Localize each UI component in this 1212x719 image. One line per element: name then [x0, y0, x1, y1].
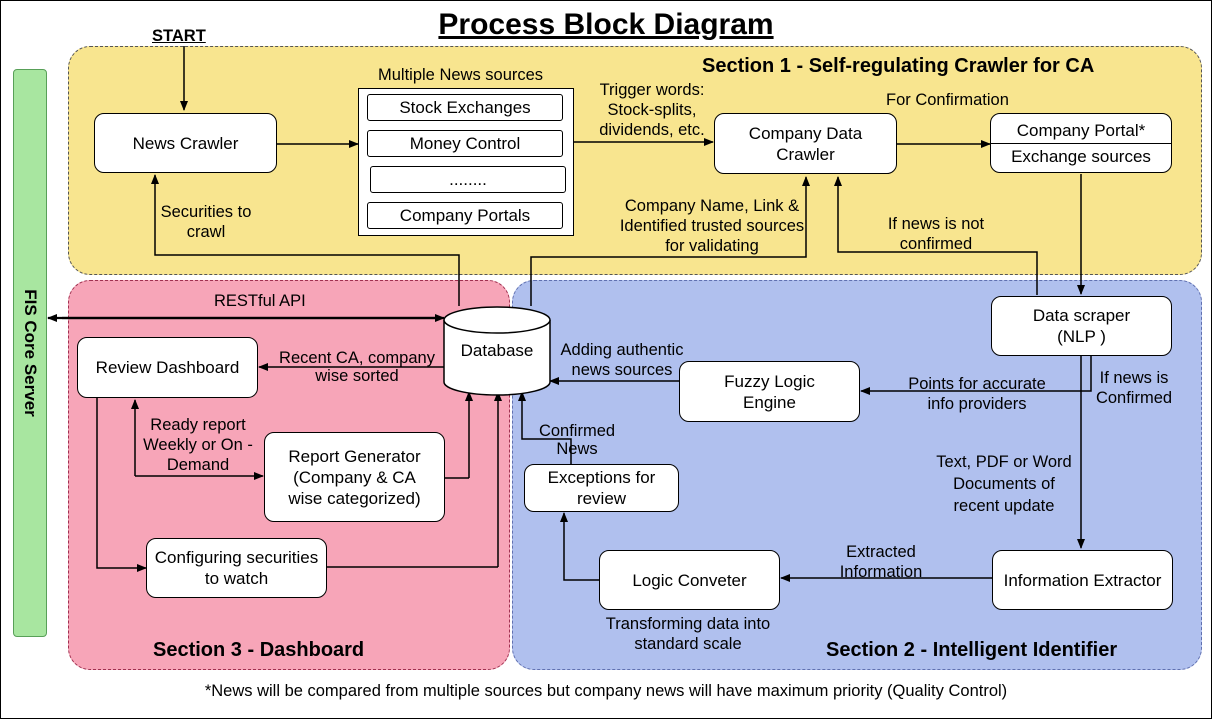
- edge-notconfirmed: [834, 176, 1038, 295]
- edge-scraper-fuzzy: [860, 356, 1092, 395]
- edge-dashboard-config: [96, 398, 147, 572]
- ready-report-label: Ready report Weekly or On - Demand: [143, 416, 253, 474]
- source-item: ........: [370, 166, 566, 193]
- not-confirmed-label: If news is not confirmed: [887, 215, 985, 253]
- edge-db-crawler: [151, 174, 460, 306]
- exceptions-node: Exceptions for review: [524, 464, 679, 512]
- information-extractor-node: Information Extractor: [992, 550, 1173, 610]
- edge-logic-exceptions: [560, 512, 599, 581]
- points-accurate-label: Points for accurate info providers: [908, 375, 1046, 413]
- edge-db-company: [530, 176, 810, 306]
- news-crawler-node: News Crawler: [94, 113, 277, 173]
- configuring-securities-node: Configuring securities to watch: [146, 538, 327, 598]
- section2-title: Section 2 - Intelligent Identifier: [826, 639, 1118, 661]
- text-pdf-label: Text, PDF or Word Documents of recent up…: [936, 453, 1072, 515]
- extracted-information-label: Extracted Information: [839, 543, 923, 581]
- adding-authentic-label: Adding authentic news sources: [560, 341, 684, 379]
- trigger-words-label: Trigger words: Stock-splits, dividends, …: [599, 81, 705, 139]
- confirmed-news-label: Confirmed News: [538, 422, 616, 458]
- source-item: Stock Exchanges: [367, 94, 563, 121]
- portal-bottom-label: Exchange sources: [1011, 147, 1151, 166]
- for-confirmation-label: For Confirmation: [886, 91, 1009, 109]
- start-label: START: [152, 27, 206, 45]
- recent-ca-label: Recent CA, company wise sorted: [279, 349, 435, 385]
- source-item: Company Portals: [367, 202, 563, 229]
- company-data-crawler-node: Company Data Crawler: [714, 113, 897, 174]
- securities-to-crawl-label: Securities to crawl: [160, 203, 252, 241]
- logic-converter-node: Logic Conveter: [599, 550, 780, 610]
- section3-title: Section 3 - Dashboard: [153, 639, 365, 661]
- fuzzy-logic-engine-node: Fuzzy Logic Engine: [679, 361, 860, 422]
- source-item: Money Control: [367, 130, 563, 157]
- section1-title: Section 1 - Self-regulating Crawler for …: [702, 55, 1095, 77]
- transforming-data-label: Transforming data into standard scale: [605, 615, 771, 653]
- edge-exceptions-db: [518, 391, 572, 464]
- sources-title: Multiple News sources: [378, 66, 544, 84]
- restful-api-label: RESTful API: [214, 292, 306, 310]
- company-name-label: Company Name, Link & Identified trusted …: [619, 197, 805, 255]
- report-generator-node: Report Generator (Company & CA wise cate…: [264, 432, 445, 522]
- portal-top-label: Company Portal*: [991, 114, 1171, 144]
- diagram-title: Process Block Diagram: [438, 8, 774, 41]
- if-confirmed-label: If news is Confirmed: [1095, 369, 1173, 407]
- database-label: Database: [460, 341, 534, 360]
- database-cylinder: [443, 306, 551, 396]
- footnote: *News will be compared from multiple sou…: [204, 682, 1008, 700]
- review-dashboard-node: Review Dashboard: [77, 337, 258, 398]
- data-scraper-node: Data scraper (NLP ): [991, 296, 1172, 356]
- company-portal-node: Company Portal* Exchange sources: [990, 113, 1172, 173]
- fis-core-server-bar: FIS Core Server: [13, 69, 47, 637]
